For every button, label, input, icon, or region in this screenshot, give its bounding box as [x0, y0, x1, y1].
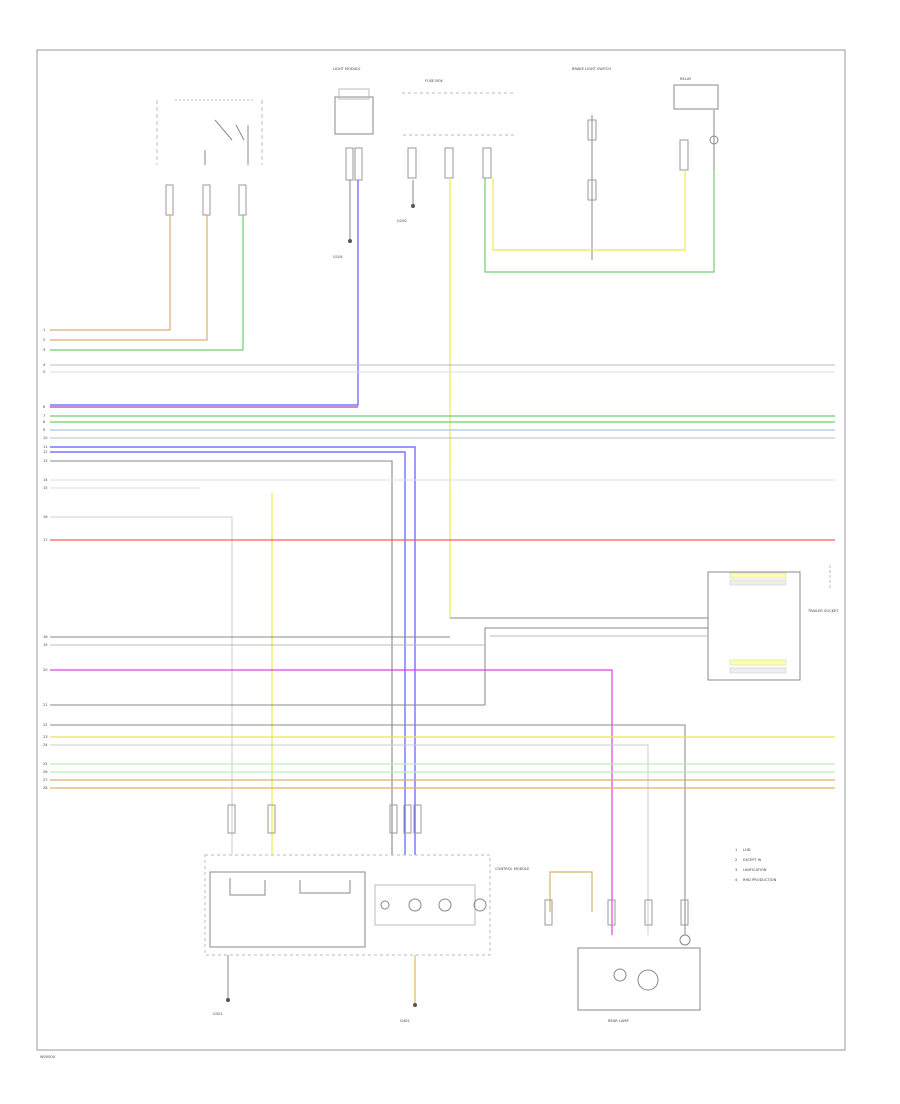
wire-gray-down-3 — [50, 724, 686, 935]
svg-text:19: 19 — [43, 643, 48, 647]
legend-num-1: 1 — [735, 848, 737, 852]
svg-text:27: 27 — [43, 778, 48, 782]
fuse-box-top — [402, 92, 515, 208]
ground-point-2 — [413, 1003, 417, 1007]
svg-text:28: 28 — [43, 786, 48, 790]
svg-text:16: 16 — [43, 515, 48, 519]
rear-lamp — [544, 871, 701, 1011]
label-rear-lamp: REAR LAMP — [608, 1019, 630, 1023]
legend-text-3: LINIFICATION — [743, 868, 767, 872]
wire-green-1 — [50, 215, 244, 351]
wire-gray-down-2 — [50, 516, 233, 855]
wire-blue-down-2 — [50, 451, 406, 855]
label-relay: RELAY — [680, 77, 692, 81]
diagram-frame — [36, 49, 846, 1051]
svg-text:5: 5 — [43, 370, 45, 374]
svg-text:13: 13 — [43, 459, 48, 463]
label-ground-3: G301 — [213, 1012, 223, 1016]
svg-text:3: 3 — [43, 348, 45, 352]
label-ground-1: G104 — [333, 255, 343, 259]
svg-text:11: 11 — [43, 445, 48, 449]
wire-yellow-loop — [492, 170, 686, 251]
legend-text-1: LHD — [743, 848, 751, 852]
svg-text:12: 12 — [43, 450, 48, 454]
wire-gray-trailer-2 — [484, 627, 708, 705]
legend-num-4: 4 — [735, 878, 738, 882]
wire-tan-2 — [50, 215, 208, 341]
wire-tan-1 — [50, 215, 171, 331]
svg-text:15: 15 — [43, 486, 48, 490]
footer-code: W00000 — [40, 1055, 56, 1059]
svg-text:7: 7 — [43, 414, 45, 418]
svg-text:18: 18 — [43, 635, 48, 639]
svg-text:6: 6 — [43, 405, 46, 409]
wire-green-loop — [484, 170, 715, 273]
label-brake-switch: BRAKE LIGHT SWITCH — [572, 67, 611, 71]
switch-component-top-left — [156, 99, 263, 216]
label-ground-2: G200 — [397, 219, 407, 223]
label-control-module: CONTROL MODULE — [495, 867, 530, 871]
svg-text:8: 8 — [43, 420, 46, 424]
relay-component — [587, 84, 719, 270]
svg-text:20: 20 — [43, 668, 48, 672]
legend: 1 LHD 2 EXCEPT W 3 LINIFICATION 4 RHD PR… — [735, 848, 777, 882]
svg-text:17: 17 — [43, 538, 48, 542]
wire-magenta-down — [50, 669, 613, 935]
svg-text:2: 2 — [43, 338, 45, 342]
wire-blue-1 — [50, 180, 359, 406]
label-ground-4: G402 — [400, 1019, 410, 1023]
label-fuse-box: FUSE BOX — [425, 79, 443, 83]
svg-text:9: 9 — [43, 428, 46, 432]
label-light-module: LIGHT MODULE — [333, 67, 361, 71]
legend-num-2: 2 — [735, 858, 737, 862]
svg-text:24: 24 — [43, 743, 48, 747]
ground-point-1 — [226, 998, 230, 1002]
svg-text:21: 21 — [43, 703, 48, 707]
svg-text:25: 25 — [43, 762, 48, 766]
trailer-socket-box — [707, 565, 831, 681]
svg-text:26: 26 — [43, 770, 48, 774]
legend-num-3: 3 — [735, 868, 737, 872]
wire-gray-down-4 — [50, 744, 649, 935]
svg-text:10: 10 — [43, 436, 48, 440]
label-trailer-socket: TRAILER SOCKET — [807, 609, 839, 613]
wire-gray-down-1 — [50, 460, 393, 855]
light-module-box — [334, 88, 374, 243]
wire-blue-down-1 — [50, 446, 416, 855]
svg-text:14: 14 — [43, 478, 48, 482]
svg-text:22: 22 — [43, 723, 48, 727]
control-module — [204, 804, 491, 956]
legend-text-2: EXCEPT W — [743, 858, 762, 862]
legend-text-4: RHD PRODUCTION — [743, 878, 777, 882]
svg-text:23: 23 — [43, 735, 48, 739]
svg-text:4: 4 — [43, 363, 46, 367]
svg-text:1: 1 — [43, 328, 45, 332]
